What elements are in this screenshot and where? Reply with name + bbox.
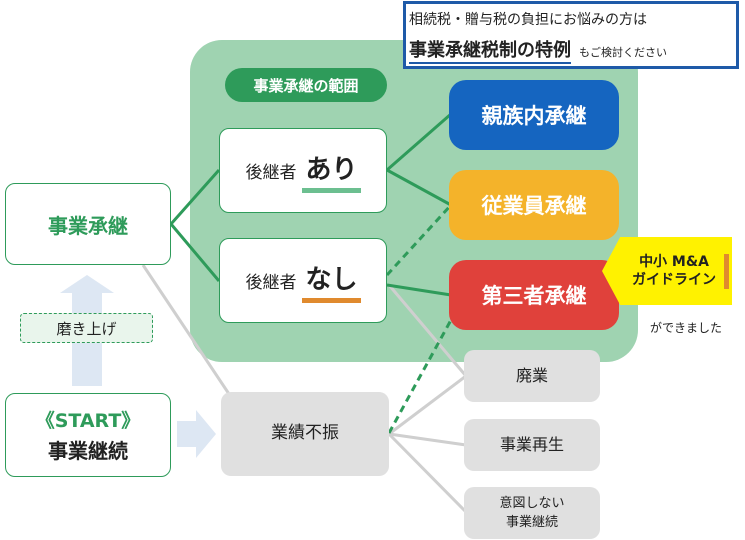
- slump-to-third-dashed-line: [387, 319, 453, 434]
- business-slump-node: 業績不振: [221, 392, 389, 476]
- slump-to-closure-line: [388, 374, 467, 436]
- no-to-employee-dashed-line: [385, 203, 453, 277]
- successor-yes-value: あり: [302, 149, 361, 193]
- succession-to-slump-line: [141, 264, 231, 395]
- notice-line1: 相続税・贈与税の負担にお悩みの方は: [409, 12, 647, 28]
- successor-no-prefix: 後継者: [245, 273, 297, 293]
- succession-branch-line: [169, 169, 221, 282]
- succession-label: 事業承継: [48, 213, 128, 238]
- notice-emphasis: 事業承継税制の特例: [409, 40, 571, 64]
- successor-no-value: なし: [302, 259, 361, 303]
- ma-caption: ができました: [650, 321, 723, 335]
- notice-line2: 事業承継税制の特例もご検討ください: [409, 36, 667, 64]
- successor-yes-prefix: 後継者: [245, 163, 297, 183]
- successor-no-node: 後継者 なし: [219, 238, 387, 323]
- closure-node: 廃業: [464, 350, 600, 402]
- successor-yes-node: 後継者 あり: [219, 128, 387, 213]
- family-succession-node: 親族内承継: [449, 80, 619, 150]
- no-to-closure-line: [387, 284, 468, 377]
- notice-tail: もご検討ください: [579, 46, 667, 59]
- start-node: 《START》 事業継続: [5, 393, 171, 477]
- ma-line2: ガイドライン: [632, 272, 716, 288]
- succession-node: 事業承継: [5, 183, 171, 265]
- slump-to-unintended-line: [387, 432, 468, 514]
- polish-label: 磨き上げ: [20, 313, 153, 343]
- start-right-arrow: [177, 410, 216, 458]
- region-label: 事業承継の範囲: [225, 68, 387, 102]
- ma-badge-stripe: [724, 254, 729, 289]
- start-title: 事業継続: [48, 439, 128, 463]
- start-label: 《START》: [35, 410, 141, 432]
- rehabilitation-node: 事業再生: [464, 419, 600, 471]
- yes-to-family-line: [386, 112, 452, 172]
- employee-succession-node: 従業員承継: [449, 170, 619, 240]
- no-to-third-line: [386, 283, 452, 297]
- unintended-continuation-node: 意図しない 事業継続: [464, 487, 600, 539]
- unintended-line1: 意図しない: [499, 495, 565, 511]
- ma-guideline-badge: 中小 M&A ガイドライン: [602, 237, 732, 305]
- slump-to-rehab-line: [388, 432, 467, 447]
- ma-line1: 中小 M&A: [639, 253, 709, 270]
- tax-notice-box: [403, 1, 739, 69]
- third-party-succession-node: 第三者承継: [449, 260, 619, 330]
- unintended-line2: 事業継続: [505, 515, 558, 530]
- yes-to-employee-line: [386, 168, 452, 207]
